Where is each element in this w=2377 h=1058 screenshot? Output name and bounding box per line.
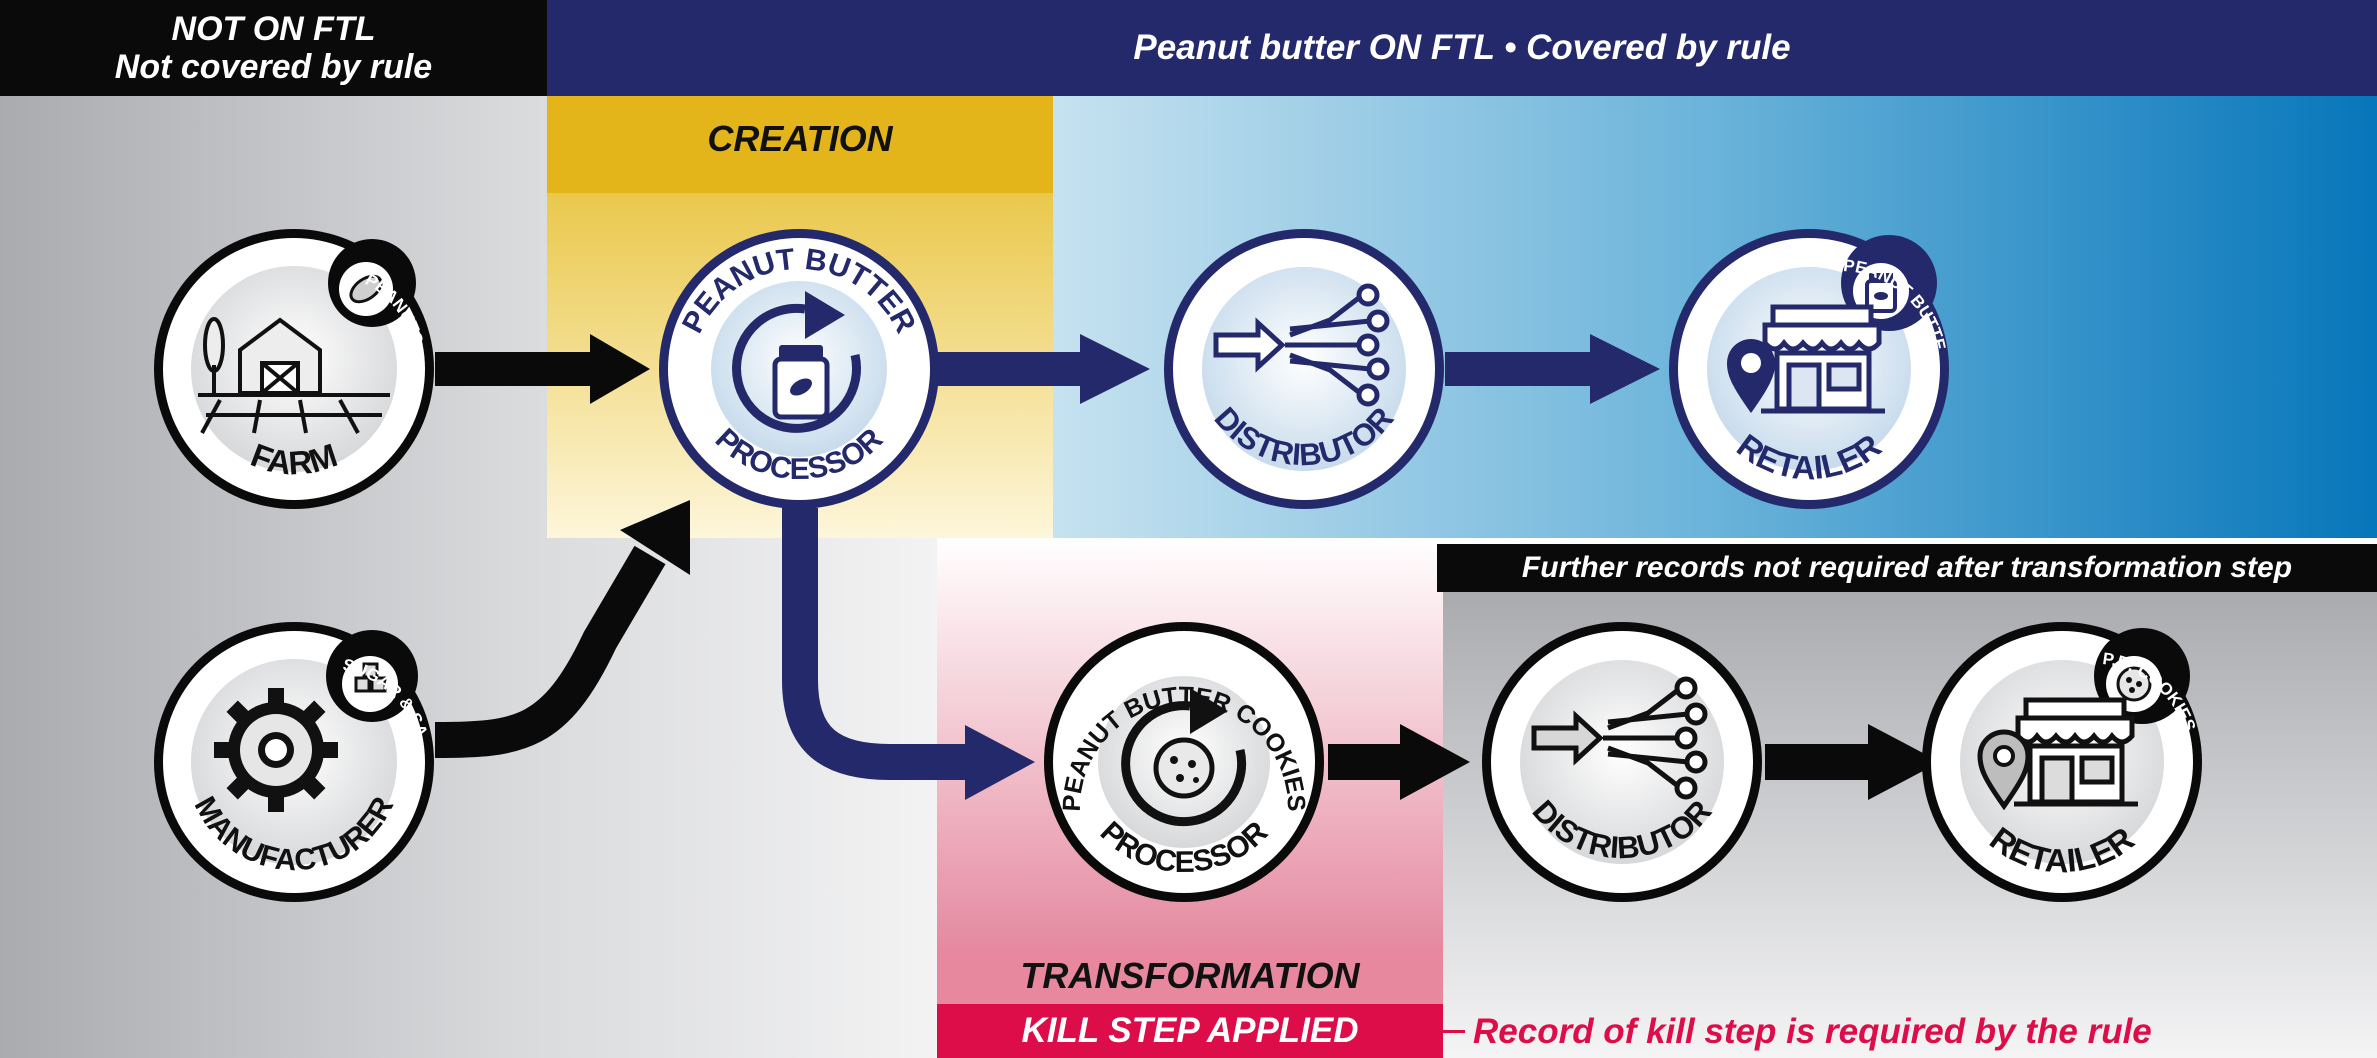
distributor-node-2: DISTRIBUTOR: [1478, 618, 1766, 906]
distribution-network-icon-2: [1531, 676, 1708, 800]
kill-step-label: KILL STEP APPLIED: [1021, 1011, 1359, 1050]
not-covered-header: NOT ON FTL Not covered by rule: [0, 0, 547, 96]
arrow-distributor-to-retailer: [1445, 334, 1660, 404]
cookie-processor-node: PEANUT BUTTER COOKIES PROCESSOR: [1040, 618, 1328, 906]
arrow-cookie-processor-to-distributor: [1328, 724, 1470, 800]
manufacturer-node: SUGAR & SALT MANUFACTURER: [145, 603, 438, 906]
pb-processor-node: PEANUT BUTTER PROCESSOR: [655, 225, 943, 513]
not-ftl-title: NOT ON FTL: [171, 10, 376, 48]
arrow-distributor-to-retailer-2: [1765, 724, 1940, 800]
cycle-arrowhead: [805, 291, 845, 339]
retailer-node-1: PEANUT BUTTER RETAILER: [1659, 210, 1953, 513]
location-pin-icon: [1727, 339, 1775, 413]
processing-cycle-icon: [732, 303, 862, 433]
kill-step-banner: KILL STEP APPLIED: [937, 1004, 1443, 1058]
covered-header: Peanut butter ON FTL • Covered by rule: [547, 0, 2377, 96]
arrow-processor-to-distributor: [935, 334, 1150, 404]
distribution-network-icon: [1213, 283, 1390, 407]
cookie-icon: [1153, 737, 1215, 799]
sugar-cubes-icon: [326, 630, 418, 722]
kill-step-note: Record of kill step is required by the r…: [1473, 1012, 2152, 1051]
further-records-banner: Further records not required after trans…: [1437, 544, 2377, 592]
arrow-processor-to-cookie-processor: [782, 508, 1035, 800]
peanut-butter-jar-icon: [772, 345, 830, 420]
gear-icon: [214, 688, 338, 812]
creation-label: CREATION: [707, 118, 893, 159]
storefront-icon-2: [2014, 697, 2138, 807]
not-covered-subtitle: Not covered by rule: [114, 48, 433, 86]
arrow-manufacturer-to-processor: [434, 500, 690, 758]
cookie-cycle-icon: [1121, 701, 1247, 827]
further-records-text: Further records not required after trans…: [1521, 551, 2293, 584]
farm-node: PEANUTS FARM: [150, 225, 438, 513]
location-pin-icon-2: [1977, 729, 2031, 811]
transformation-label: TRANSFORMATION: [1020, 955, 1360, 996]
retailer-node-2: P.B. COOKIES RETAILER: [1918, 618, 2206, 906]
distributor-node-1: DISTRIBUTOR: [1160, 225, 1448, 513]
kill-step-connector: [1443, 1030, 1465, 1033]
barn-icon: [198, 317, 390, 434]
on-ftl-title: Peanut butter ON FTL • Covered by rule: [1133, 28, 1791, 67]
storefront-icon: [1761, 304, 1885, 414]
peanut-icon: [328, 239, 416, 327]
cookie-cycle-arrowhead: [1190, 688, 1228, 734]
arrow-farm-to-processor: [435, 334, 650, 404]
